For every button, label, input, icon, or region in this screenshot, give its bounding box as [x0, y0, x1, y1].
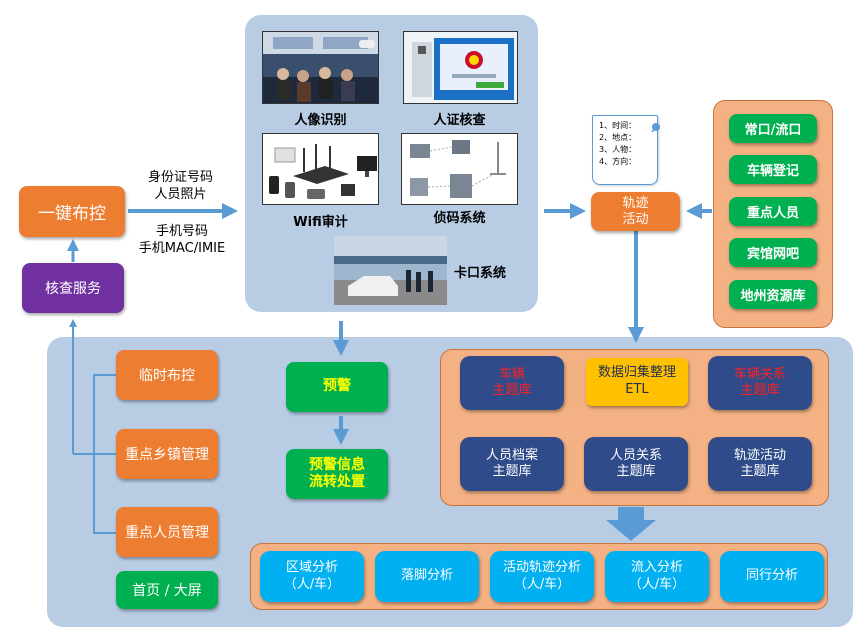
wifi-audit-label: Wifi审计	[293, 215, 348, 230]
face-recognition-label: 人像识别	[294, 113, 347, 128]
key-township-button[interactable]: 重点乡镇管理	[116, 429, 218, 479]
person-file-theme-node[interactable]: 人员档案 主题库	[460, 437, 564, 491]
warning-node[interactable]: 预警	[286, 362, 388, 412]
analysis-region[interactable]: 区域分析 （人/车）	[260, 551, 364, 602]
key-person-button[interactable]: 重点人员管理	[116, 507, 218, 557]
source-vehicle-registration[interactable]: 车辆登记	[729, 155, 817, 184]
theme-to-analysis-arrow	[606, 507, 656, 541]
home-screen-button[interactable]: 首页 / 大屏	[116, 571, 218, 609]
one-key-control-button[interactable]: 一键布控	[19, 186, 125, 237]
checkpoint-label: 卡口系统	[453, 266, 506, 281]
verify-service-button[interactable]: 核查服务	[22, 263, 124, 313]
vehicle-relation-theme-node[interactable]: 车辆关系 主题库	[708, 356, 812, 410]
person-relation-theme-node[interactable]: 人员关系 主题库	[584, 437, 688, 491]
analysis-trajectory[interactable]: 活动轨迹分析 （人/车）	[490, 551, 594, 602]
code-detection-label: 侦码系统	[433, 211, 486, 226]
checkpoint-image	[334, 236, 447, 305]
pin-icon	[650, 118, 662, 133]
source-hotel-netcafe[interactable]: 宾馆网吧	[729, 238, 817, 267]
face-recognition-image	[262, 31, 379, 104]
analysis-inflow[interactable]: 流入分析 （人/车）	[605, 551, 709, 602]
id-verification-label: 人证核查	[433, 113, 486, 128]
analysis-settlement[interactable]: 落脚分析	[375, 551, 479, 602]
vehicle-theme-node[interactable]: 车辆 主题库	[460, 356, 564, 410]
warning-handling-node[interactable]: 预警信息 流转处置	[286, 449, 388, 499]
info-note-card: 1、时间： 2、地点： 3、人物： 4、方向：	[592, 115, 658, 185]
source-permanent-floating[interactable]: 常口/流口	[729, 114, 817, 143]
menu-feedback-lines	[69, 319, 116, 534]
phone-input-label: 手机号码 手机MAC/IMIE	[138, 224, 226, 256]
analysis-companion[interactable]: 同行分析	[720, 551, 824, 602]
code-detection-image	[401, 133, 518, 205]
info-note-text: 1、时间： 2、地点： 3、人物： 4、方向：	[599, 121, 637, 166]
id-input-label: 身份证号码 人员照片	[147, 170, 213, 202]
wifi-audit-image	[262, 133, 379, 205]
etl-node[interactable]: 数据归集整理 ETL	[586, 358, 688, 406]
id-verification-image	[403, 31, 518, 104]
trajectory-theme-node[interactable]: 轨迹活动 主题库	[708, 437, 812, 491]
source-key-personnel[interactable]: 重点人员	[729, 197, 817, 226]
source-regional-resource[interactable]: 地州资源库	[729, 280, 817, 309]
temp-control-button[interactable]: 临时布控	[116, 350, 218, 400]
trajectory-activity-node[interactable]: 轨迹 活动	[591, 192, 680, 231]
